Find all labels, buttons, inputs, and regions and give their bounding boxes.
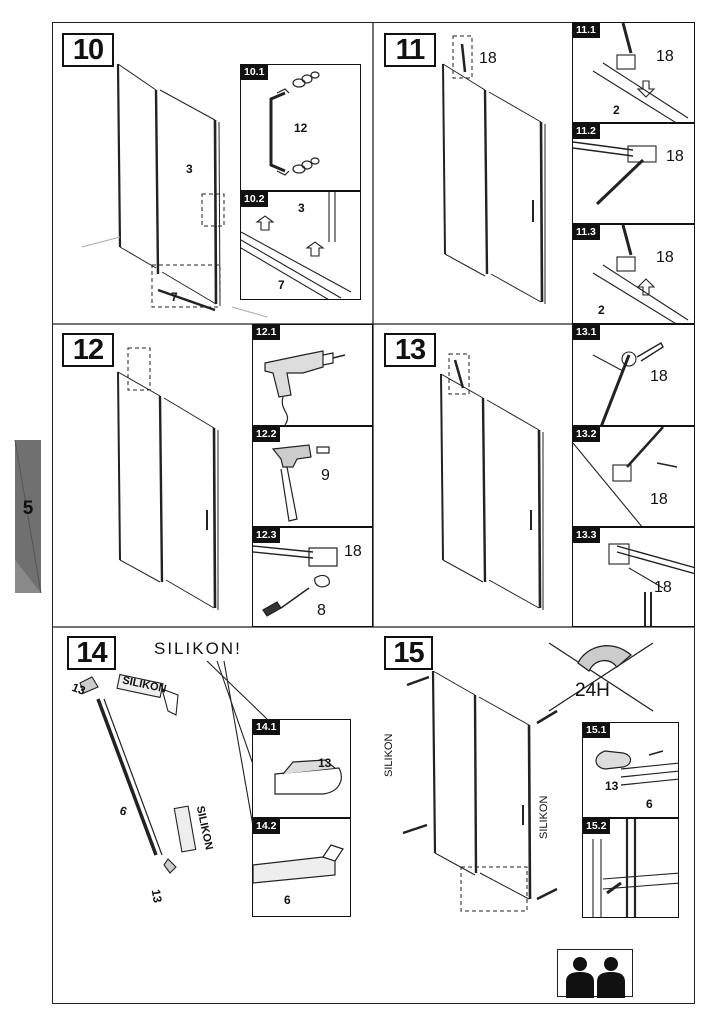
substep-tag: 15.2 bbox=[583, 819, 611, 834]
substep-13-3: 13.3 18 bbox=[572, 527, 695, 627]
substep-tag: 10.2 bbox=[241, 192, 269, 207]
substep-12-2: 12.2 9 bbox=[252, 426, 373, 527]
substep-tag: 12.2 bbox=[253, 427, 281, 442]
seal-label: 7 bbox=[278, 278, 285, 292]
substep-tag: 10.1 bbox=[241, 65, 269, 80]
bracket-label: 18 bbox=[479, 50, 497, 67]
substep-tag: 11.2 bbox=[573, 124, 600, 139]
substep-tag: 12.3 bbox=[253, 528, 281, 543]
seal-label: 7 bbox=[171, 290, 178, 304]
substep-tag: 14.2 bbox=[253, 819, 281, 834]
silicone-callout: SILIKON! bbox=[154, 639, 242, 658]
step-13: 13 13.1 18 13.2 bbox=[373, 324, 695, 627]
substep-15-2: 15.2 bbox=[582, 818, 679, 918]
drill-icon bbox=[264, 350, 346, 425]
profile-illustration bbox=[253, 844, 344, 884]
substep-13-2: 13.2 18 bbox=[572, 426, 695, 527]
cap-label: 13 bbox=[318, 756, 332, 770]
bracket-label: 18 bbox=[656, 249, 674, 266]
bracket-illustration bbox=[592, 225, 689, 323]
substep-14-2: 14.2 6 bbox=[252, 818, 351, 917]
cap-label: 13 bbox=[605, 779, 619, 793]
substep-11-2: 11.2 18 bbox=[572, 123, 695, 224]
step-10: 10 3 7 10.1 12 bbox=[52, 22, 373, 324]
seal-illustration bbox=[241, 192, 352, 299]
profile-label: 6 bbox=[284, 893, 291, 907]
screw-label: 8 bbox=[317, 602, 326, 619]
substep-tag: 15.1 bbox=[583, 723, 611, 738]
profile-insert-illustration bbox=[592, 819, 678, 917]
substep-tag: 11.1 bbox=[573, 23, 600, 38]
substep-12-1: 12.1 bbox=[252, 324, 373, 426]
shower-door-illustration bbox=[81, 63, 268, 318]
substep-12-3: 12.3 18 8 bbox=[252, 527, 373, 627]
step-number: 10 bbox=[62, 33, 114, 67]
substep-10-2: 10.2 3 7 bbox=[240, 191, 361, 300]
anchor-label: 9 bbox=[321, 467, 330, 484]
substep-10-1: 10.1 12 bbox=[240, 64, 361, 191]
handle-illustration bbox=[269, 71, 320, 176]
substep-tag: 13.3 bbox=[573, 528, 601, 543]
cap-illustration bbox=[595, 750, 678, 786]
step-14: 14 SILIKON! 13 SILIKON 6 SILIKON 13 14.1… bbox=[52, 627, 373, 1004]
substep-tag: 11.3 bbox=[573, 225, 600, 240]
glass-label: 2 bbox=[613, 103, 620, 117]
step-number: 15 bbox=[384, 636, 433, 670]
silicone-label-right: SILIKON bbox=[538, 795, 550, 839]
substep-13-1: 13.1 18 bbox=[572, 324, 695, 426]
no-shower-icon bbox=[548, 642, 654, 712]
step-15: 15 SILIKON SILIKON 24H 15.1 bbox=[373, 627, 695, 1004]
bracket-illustration bbox=[592, 23, 689, 122]
glass-label: 3 bbox=[298, 201, 305, 215]
step-number: 14 bbox=[67, 636, 116, 670]
substep-tag: 13.1 bbox=[573, 325, 601, 340]
silicone-label-left: SILIKON bbox=[383, 733, 395, 777]
step-number: 11 bbox=[384, 33, 436, 67]
bracket-label: 18 bbox=[344, 543, 362, 560]
substep-tag: 12.1 bbox=[253, 325, 281, 340]
handle-label: 12 bbox=[294, 121, 308, 135]
two-person-icon bbox=[557, 949, 633, 998]
step-12: 12 12.1 12.2 bbox=[52, 324, 373, 627]
bracket-illustration bbox=[608, 543, 694, 626]
bracket-rod-illustration bbox=[573, 141, 657, 206]
step-number: 13 bbox=[384, 333, 436, 367]
cap-label-bottom: 13 bbox=[148, 888, 165, 904]
bracket-label: 18 bbox=[656, 48, 674, 65]
bracket-label: 18 bbox=[650, 491, 668, 508]
substep-11-3: 11.3 18 2 bbox=[572, 224, 695, 324]
bracket-illustration bbox=[573, 427, 678, 526]
cap-illustration bbox=[274, 759, 342, 795]
substep-tag: 14.1 bbox=[253, 720, 281, 735]
step-number: 12 bbox=[62, 333, 114, 367]
substep-15-1: 15.1 13 6 bbox=[582, 722, 679, 818]
substep-14-1: 14.1 13 bbox=[252, 719, 351, 818]
step-11: 11 18 11.1 18 2 11 bbox=[373, 22, 695, 324]
shower-door-illustration bbox=[117, 347, 219, 610]
shower-enclosure-illustration bbox=[402, 642, 654, 912]
glass-label: 3 bbox=[186, 162, 193, 176]
shower-door-illustration bbox=[440, 353, 544, 610]
glass-label: 2 bbox=[598, 303, 605, 317]
hammer-icon bbox=[271, 444, 330, 522]
profile-label: 6 bbox=[646, 797, 653, 811]
bracket-label: 18 bbox=[654, 579, 672, 596]
shower-door-illustration bbox=[442, 35, 546, 304]
cure-time-label: 24H bbox=[575, 680, 610, 701]
section-tab bbox=[14, 439, 42, 594]
screwdriver-icon bbox=[253, 545, 338, 617]
bracket-label: 18 bbox=[650, 368, 668, 385]
bracket-illustration bbox=[592, 342, 664, 425]
substep-tag: 13.2 bbox=[573, 427, 601, 442]
substep-11-1: 11.1 18 2 bbox=[572, 22, 695, 123]
section-number: 5 bbox=[22, 498, 34, 519]
bracket-label: 18 bbox=[666, 148, 684, 165]
